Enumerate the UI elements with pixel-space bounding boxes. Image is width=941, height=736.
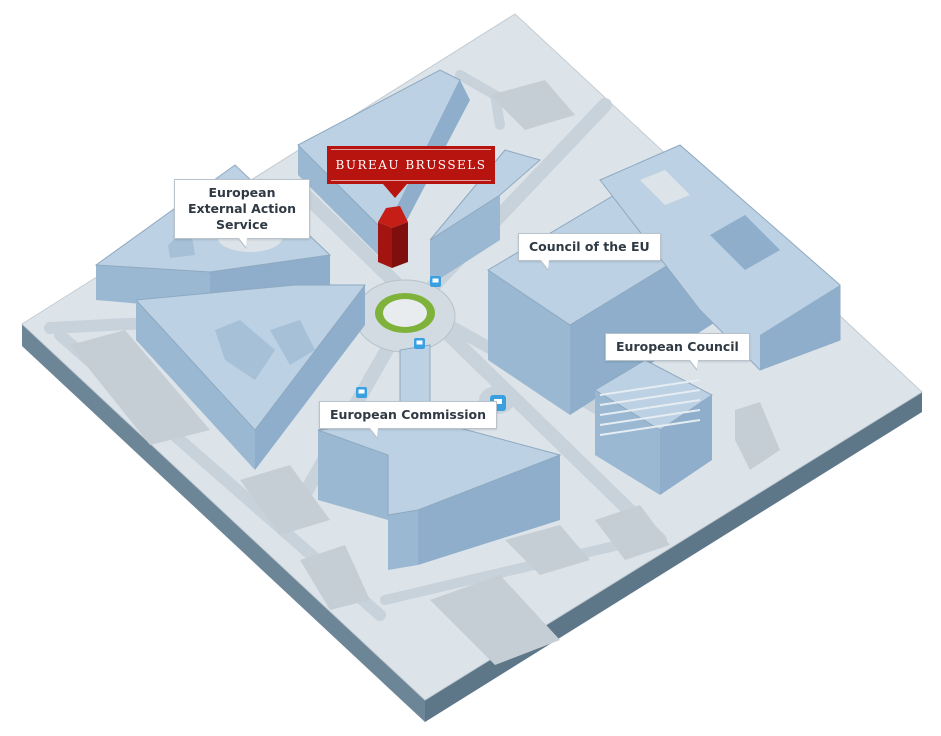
parking-lots — [70, 80, 780, 665]
bureau-brussels-tower — [378, 206, 408, 268]
bureau-brussels-marker[interactable]: BUREAU BRUSSELS — [327, 146, 495, 198]
label-eeas[interactable]: European External Action Service — [174, 179, 310, 249]
building-european-council — [594, 359, 713, 495]
building-european-commission — [317, 344, 562, 570]
bus-stop-icon — [430, 276, 441, 287]
building-berlaymont-west — [134, 284, 367, 470]
building-justus-lipsius — [599, 144, 841, 371]
label-european-council[interactable]: European Council — [605, 333, 750, 371]
bus-stop-icon — [356, 387, 367, 398]
label-european-commission[interactable]: European Commission — [319, 401, 498, 439]
bus-stop-icon — [414, 338, 425, 349]
label-council-of-the-eu[interactable]: Council of the EU — [518, 233, 661, 271]
map-base-side-left — [22, 324, 425, 722]
